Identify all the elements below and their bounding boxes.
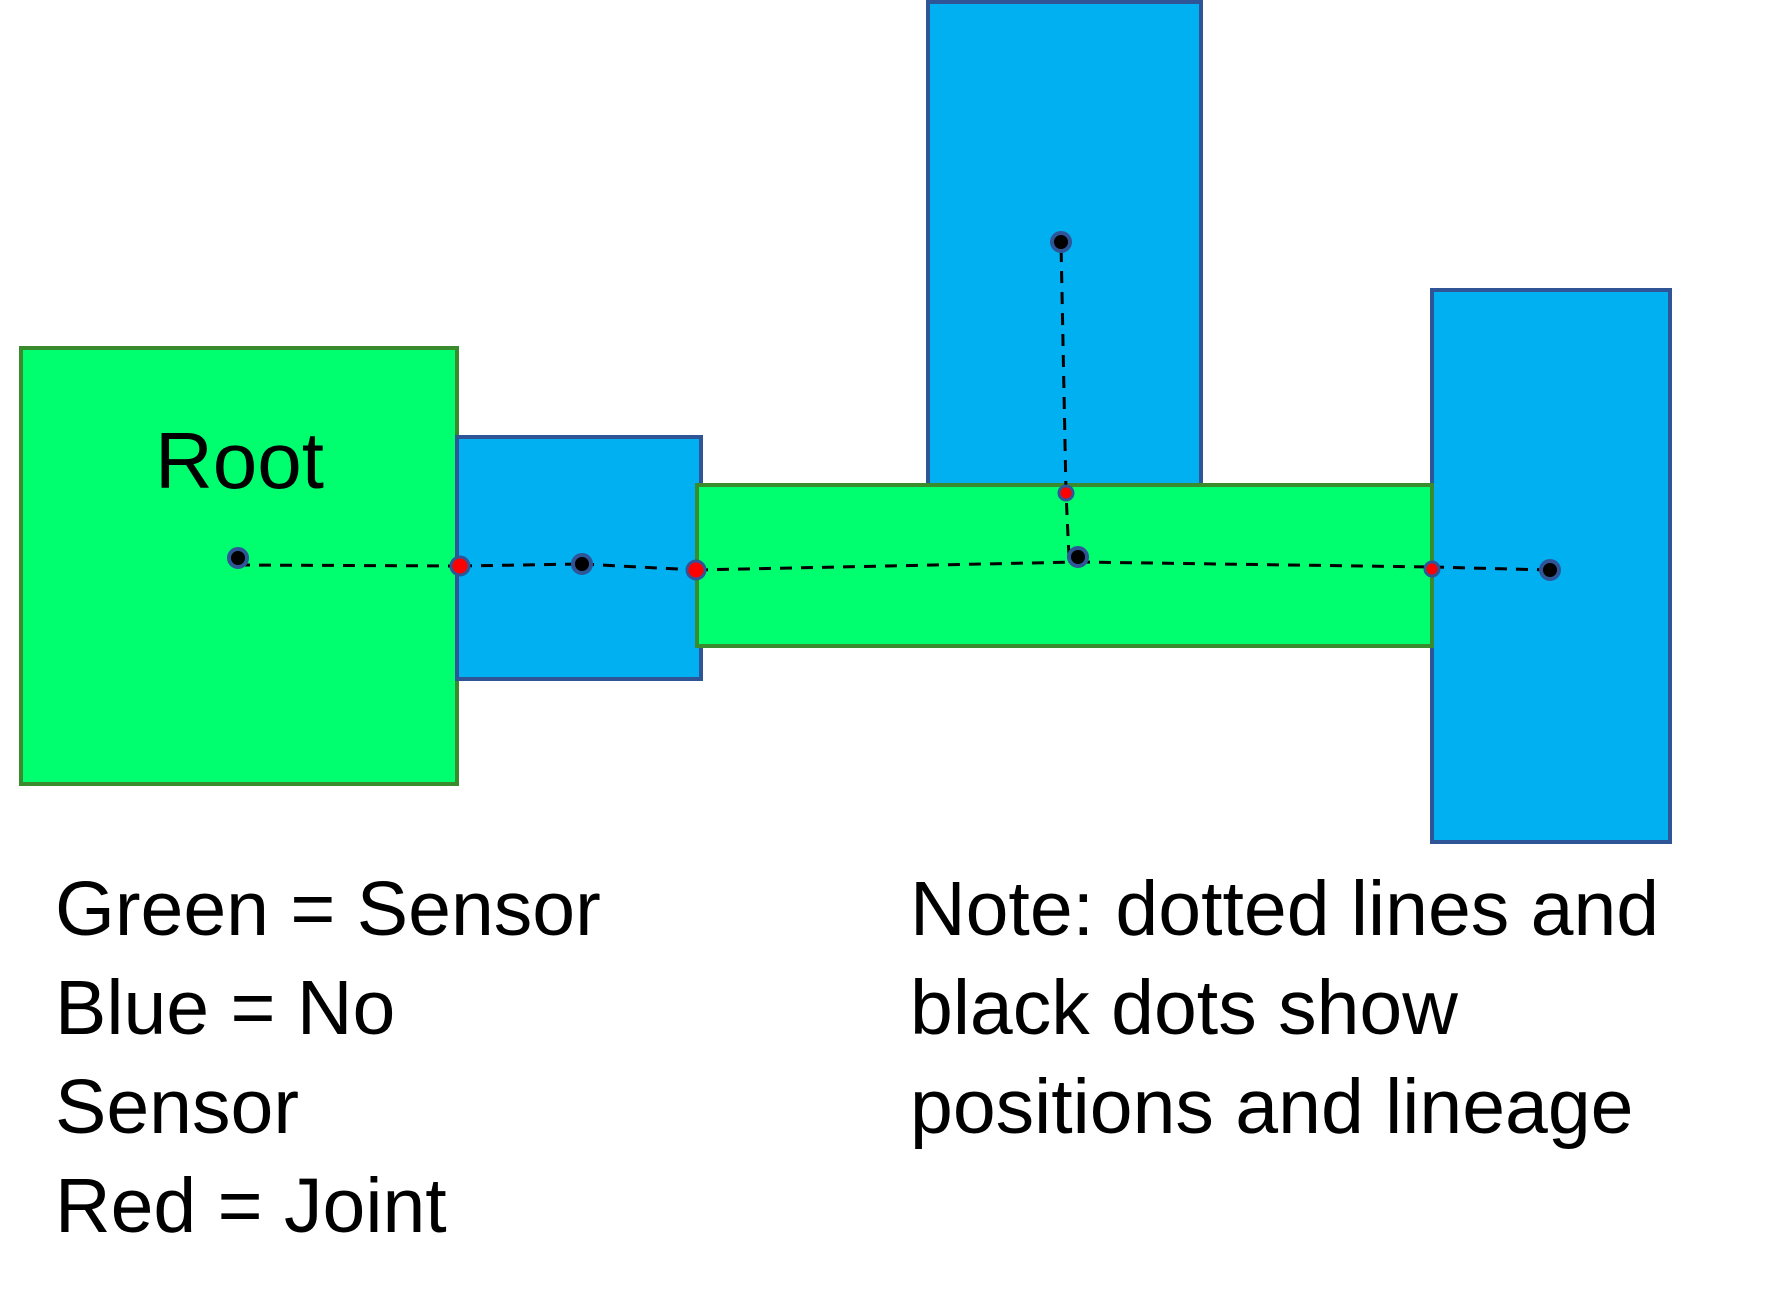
position-dot	[227, 547, 249, 569]
joint-dot	[449, 555, 471, 577]
legend-red: Red = Joint	[55, 1163, 447, 1249]
lineage-line	[1077, 560, 1433, 569]
position-dot	[1539, 559, 1561, 581]
position-dot	[1067, 546, 1089, 568]
lineage-line	[237, 563, 461, 568]
joint-dot	[1057, 484, 1075, 502]
color-legend: Green = Sensor Blue = No Sensor Red = Jo…	[55, 860, 695, 1256]
lineage-line	[581, 562, 697, 572]
note-text: Note: dotted lines and black dots show p…	[910, 860, 1770, 1157]
legend-blue: Blue = No	[55, 965, 396, 1051]
lineage-line	[695, 560, 1079, 572]
legend-green: Green = Sensor	[55, 866, 601, 952]
position-dot	[571, 553, 593, 575]
lineage-lines	[237, 241, 1551, 572]
joint-dots	[449, 484, 1441, 581]
note-line-2: black dots show	[910, 965, 1458, 1051]
lineage-line	[1064, 492, 1071, 558]
joint-dot	[685, 559, 707, 581]
legend-blue-cont: Sensor	[55, 1064, 299, 1150]
root-label: Root	[155, 416, 324, 505]
note-line-3: positions and lineage	[910, 1064, 1634, 1150]
note-line-1: Note: dotted lines and	[910, 866, 1660, 952]
joint-dot	[1423, 560, 1441, 578]
middle-sensor-block	[695, 483, 1434, 648]
position-dot	[1050, 231, 1072, 253]
position-dots	[227, 231, 1561, 581]
